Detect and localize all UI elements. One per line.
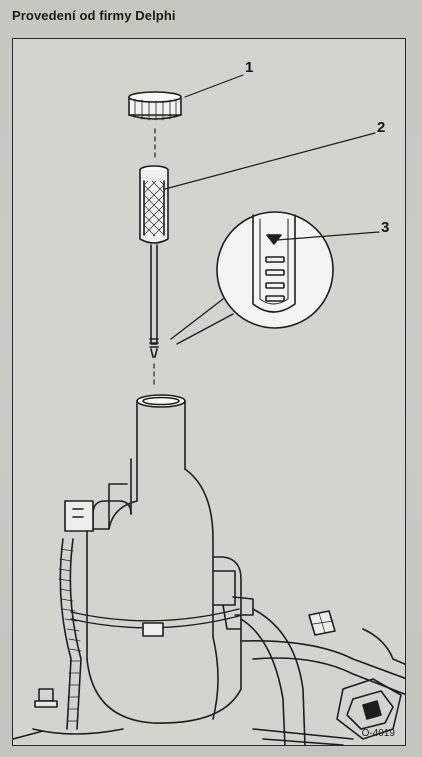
figure-code: O-4019 [361, 728, 395, 739]
dipstick-strainer [139, 165, 169, 358]
reservoir-cap [128, 91, 182, 121]
section-heading: Provedení od firmy Delphi [12, 8, 176, 23]
reservoir-body [13, 394, 405, 745]
reservoir-diagram [13, 74, 405, 745]
callout-1: 1 [245, 59, 254, 76]
callout-2: 2 [377, 119, 386, 136]
figure-frame: 1 2 3 O-4019 [12, 38, 406, 746]
callout-3: 3 [381, 219, 390, 236]
level-mark-detail [170, 211, 334, 345]
